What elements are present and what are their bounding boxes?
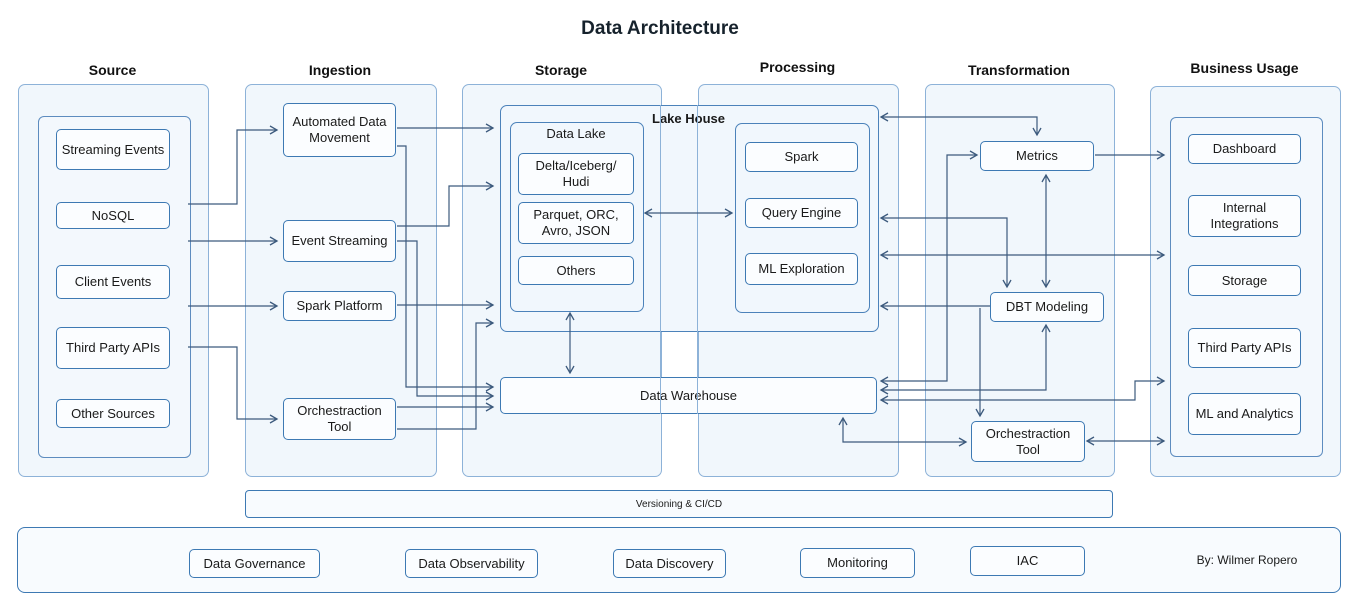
node-data-governance: Data Governance <box>189 549 320 578</box>
node-data-discovery: Data Discovery <box>613 549 726 578</box>
node-spark-platform: Spark Platform <box>283 291 396 321</box>
header-business-usage: Business Usage <box>1190 60 1299 76</box>
node-others: Others <box>518 256 634 285</box>
node-dashboard: Dashboard <box>1188 134 1301 164</box>
node-query-engine: Query Engine <box>745 198 858 228</box>
data-lake-label: Data Lake <box>546 126 606 141</box>
header-ingestion: Ingestion <box>308 62 372 78</box>
node-storage-business: Storage <box>1188 265 1301 296</box>
header-storage: Storage <box>534 62 588 78</box>
header-transformation: Transformation <box>968 62 1070 78</box>
node-parquet-orc-avro-json: Parquet, ORC, Avro, JSON <box>518 202 634 244</box>
node-orchestration-tool-ingestion: Orchestraction Tool <box>283 398 396 440</box>
node-ml-and-analytics: ML and Analytics <box>1188 393 1301 435</box>
node-data-warehouse: Data Warehouse <box>500 377 877 414</box>
node-dbt-modeling: DBT Modeling <box>990 292 1104 322</box>
header-processing: Processing <box>759 59 836 75</box>
node-client-events: Client Events <box>56 265 170 299</box>
header-source: Source <box>88 62 137 78</box>
versioning-cicd-bar: Versioning & CI/CD <box>245 490 1113 518</box>
diagram-title: Data Architecture <box>581 18 739 39</box>
node-data-observability: Data Observability <box>405 549 538 578</box>
node-third-party-apis-business: Third Party APIs <box>1188 328 1301 368</box>
node-orchestration-tool-transformation: Orchestraction Tool <box>971 421 1085 462</box>
node-other-sources: Other Sources <box>56 399 170 428</box>
node-event-streaming: Event Streaming <box>283 220 396 262</box>
node-internal-integrations: Internal Integrations <box>1188 195 1301 237</box>
node-delta-iceberg-hudi: Delta/Iceberg/ Hudi <box>518 153 634 195</box>
node-third-party-apis-source: Third Party APIs <box>56 327 170 369</box>
lake-house-label: Lake House <box>652 111 725 126</box>
node-monitoring: Monitoring <box>800 548 915 578</box>
node-iac: IAC <box>970 546 1085 576</box>
node-ml-exploration: ML Exploration <box>745 253 858 285</box>
node-streaming-events: Streaming Events <box>56 129 170 170</box>
node-automated-data-movement: Automated Data Movement <box>283 103 396 157</box>
node-nosql: NoSQL <box>56 202 170 229</box>
node-metrics: Metrics <box>980 141 1094 171</box>
node-spark: Spark <box>745 142 858 172</box>
author-credit: By: Wilmer Ropero <box>1196 553 1298 567</box>
